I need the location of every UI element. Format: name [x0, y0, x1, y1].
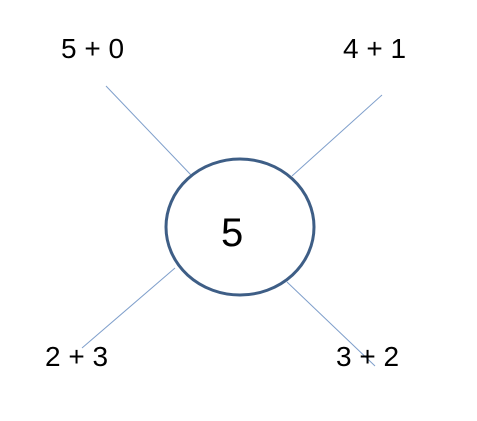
branch-label-top-left: 5 + 0 — [61, 33, 125, 64]
center-value: 5 — [221, 211, 244, 255]
center-circle — [164, 157, 316, 297]
branch-label-bottom-left: 2 + 3 — [45, 341, 109, 372]
connector-line-bottom-left — [81, 267, 176, 349]
branch-label-top-right: 4 + 1 — [343, 33, 407, 64]
connector-line-top-left — [105, 85, 192, 176]
branch-label-bottom-right: 3 + 2 — [336, 341, 400, 372]
connector-line-bottom-right — [286, 281, 376, 367]
connector-line-top-right — [291, 94, 383, 177]
